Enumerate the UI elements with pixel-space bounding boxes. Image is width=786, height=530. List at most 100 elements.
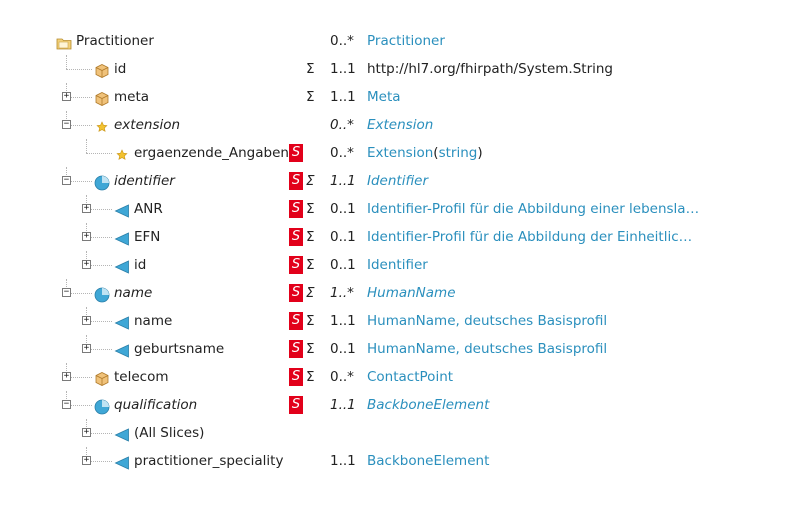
type-label: http://hl7.org/fhirpath/System.String — [367, 61, 614, 77]
type-link[interactable]: Identifier-Profil für die Abbildung eine… — [367, 195, 699, 223]
type-label[interactable]: HumanName, deutsches Basisprofil — [367, 341, 608, 357]
type-link[interactable]: Identifier-Profil für die Abbildung der … — [367, 223, 692, 251]
must-support-flag: S — [289, 144, 303, 162]
triangle-icon — [114, 425, 130, 442]
star-icon — [94, 117, 110, 133]
must-support-flag: S — [289, 312, 303, 330]
must-support-flag: S — [289, 172, 303, 190]
collapse-toggle[interactable]: − — [62, 287, 71, 297]
collapse-toggle[interactable]: − — [62, 399, 71, 409]
type-link[interactable]: HumanName — [367, 279, 456, 307]
summary-flag: Σ — [306, 61, 315, 77]
expand-toggle[interactable]: + — [82, 231, 91, 241]
element-name[interactable]: meta — [114, 89, 150, 105]
type-label[interactable]: BackboneElement — [367, 453, 490, 469]
cardinality: 0..1 — [330, 257, 356, 273]
cardinality: 0..1 — [330, 341, 356, 357]
element-name[interactable]: EFN — [134, 229, 161, 245]
expand-toggle[interactable]: + — [82, 203, 91, 213]
expand-toggle[interactable]: + — [62, 91, 71, 101]
tree-row[interactable]: + (All Slices) — [0, 419, 786, 447]
summary-flag: Σ — [306, 313, 315, 329]
type-label[interactable]: Identifier — [367, 173, 429, 189]
type-link[interactable]: HumanName, deutsches Basisprofil — [367, 307, 607, 335]
type-link[interactable]: HumanName, deutsches Basisprofil — [367, 335, 607, 363]
type-label[interactable]: Identifier-Profil für die Abbildung eine… — [367, 201, 700, 217]
type-link[interactable]: BackboneElement — [367, 447, 489, 475]
triangle-icon — [114, 201, 130, 218]
box-icon — [94, 89, 110, 106]
element-name[interactable]: (All Slices) — [134, 425, 205, 441]
element-name[interactable]: Practitioner — [76, 33, 154, 49]
element-name[interactable]: qualification — [114, 397, 198, 413]
type-label[interactable]: ContactPoint — [367, 369, 454, 385]
triangle-icon — [114, 453, 130, 470]
collapse-toggle[interactable]: − — [62, 119, 71, 129]
cardinality: 0..* — [330, 117, 354, 133]
slice-icon — [94, 397, 110, 415]
type-link[interactable]: ContactPoint — [367, 363, 453, 391]
type-label[interactable]: BackboneElement — [367, 397, 490, 413]
element-name[interactable]: telecom — [114, 369, 169, 385]
type-label[interactable]: Practitioner — [367, 33, 445, 49]
summary-flag: Σ — [306, 201, 315, 217]
type-link[interactable]: Identifier — [367, 167, 428, 195]
element-name[interactable]: ANR — [134, 201, 163, 217]
expand-toggle[interactable]: + — [62, 371, 71, 381]
folder-icon — [56, 33, 72, 50]
element-name[interactable]: extension — [114, 117, 181, 133]
expand-toggle[interactable]: + — [82, 427, 91, 437]
element-name[interactable]: geburtsname — [134, 341, 225, 357]
must-support-flag: S — [289, 396, 303, 414]
type-link[interactable]: Practitioner — [367, 27, 445, 55]
element-name[interactable]: id — [114, 61, 127, 77]
type-label[interactable]: Extension — [367, 117, 434, 133]
must-support-flag: S — [289, 256, 303, 274]
triangle-icon — [114, 341, 130, 358]
element-name[interactable]: name — [114, 285, 153, 301]
type-label[interactable]: HumanName — [367, 285, 456, 301]
expand-toggle[interactable]: + — [82, 343, 91, 353]
expand-toggle[interactable]: + — [82, 315, 91, 325]
cardinality: 0..* — [330, 33, 354, 49]
tree-row[interactable]: Practitioner 0..* Practitioner — [0, 27, 786, 55]
element-name[interactable]: identifier — [114, 173, 175, 189]
type-link[interactable]: Extension(string) — [367, 139, 483, 167]
type-label[interactable]: Identifier — [367, 257, 428, 273]
type-label[interactable]: HumanName, deutsches Basisprofil — [367, 313, 608, 329]
element-name[interactable]: practitioner_speciality — [134, 453, 284, 469]
summary-flag: Σ — [306, 341, 315, 357]
must-support-flag: S — [289, 340, 303, 358]
expand-toggle[interactable]: + — [82, 455, 91, 465]
summary-flag: Σ — [306, 89, 315, 105]
element-name[interactable]: ergaenzende_Angaben — [134, 145, 289, 161]
type-param-link[interactable]: string — [438, 145, 478, 161]
element-name[interactable]: name — [134, 313, 173, 329]
type-label[interactable]: Extension — [367, 145, 434, 161]
collapse-toggle[interactable]: − — [62, 175, 71, 185]
type-link[interactable]: Extension — [367, 111, 433, 139]
type-link[interactable]: BackboneElement — [367, 391, 489, 419]
element-name[interactable]: id — [134, 257, 147, 273]
expand-toggle[interactable]: + — [82, 259, 91, 269]
type-label[interactable]: Identifier-Profil für die Abbildung der … — [367, 229, 693, 245]
summary-flag: Σ — [306, 257, 315, 273]
tree-row[interactable]: − extension 0..* Extension — [0, 111, 786, 139]
type-link[interactable]: Meta — [367, 83, 401, 111]
cardinality: 1..* — [330, 285, 354, 301]
type-link[interactable]: Identifier — [367, 251, 428, 279]
type-label[interactable]: Meta — [367, 89, 401, 105]
